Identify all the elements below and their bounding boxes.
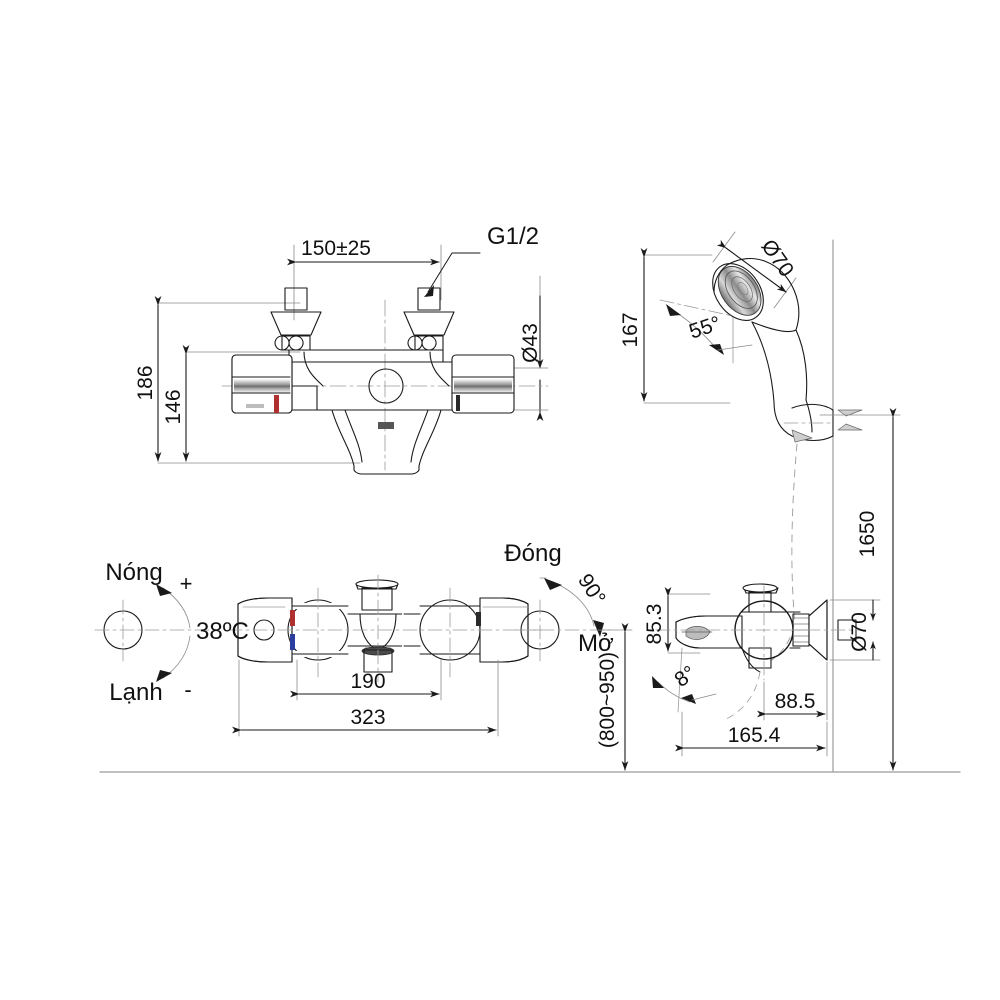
label-head-angle: 55° xyxy=(686,312,723,344)
right-handle-front xyxy=(451,354,515,414)
leader-g12 xyxy=(424,252,481,297)
dim-center-distance xyxy=(287,244,442,321)
shower-hose xyxy=(771,443,798,661)
label-flange-diameter: Ø70 xyxy=(848,612,871,652)
label-spout-angle: 8° xyxy=(670,661,700,691)
dim-overall-height xyxy=(154,296,361,464)
label-temperature: 38ºC xyxy=(196,618,249,645)
label-center-distance: 150±25 xyxy=(301,237,371,260)
label-minus: - xyxy=(184,677,191,702)
dim-spout-height xyxy=(664,587,711,654)
dim-wall-to-center xyxy=(757,661,828,721)
label-handle-span: 190 xyxy=(350,670,385,693)
valve-open-close-dial xyxy=(514,577,611,662)
label-body-height: 146 xyxy=(162,389,185,424)
dim-head-diameter xyxy=(712,231,797,309)
side-view-group xyxy=(652,583,881,757)
label-inlet-thread: G1/2 xyxy=(487,223,539,250)
label-open: Mở xyxy=(578,630,614,657)
shower-holder-bracket xyxy=(783,403,863,443)
left-inlet-escutcheon xyxy=(270,287,322,351)
label-overall-depth: 165.4 xyxy=(728,724,781,747)
label-head-diameter: Ø70 xyxy=(757,235,799,281)
label-head-height: 167 xyxy=(619,312,642,347)
dim-flange-diameter xyxy=(829,599,881,661)
shower-head xyxy=(712,257,813,437)
dim-mount-height xyxy=(819,408,901,773)
dim-overall-width xyxy=(232,659,499,737)
plan-view-group xyxy=(94,574,633,773)
right-inlet-escutcheon xyxy=(403,287,455,351)
label-overall-width: 323 xyxy=(350,706,385,729)
temperature-dial xyxy=(94,584,219,682)
front-view-group xyxy=(154,244,549,475)
dim-body-height xyxy=(182,345,301,462)
dim-handle-span xyxy=(290,659,442,701)
mixer-body-side xyxy=(655,583,867,721)
label-wall-to-center: 88.5 xyxy=(775,690,816,713)
left-handle-front xyxy=(231,354,293,414)
label-valve-angle: 90° xyxy=(573,570,610,609)
label-mount-height: 1650 xyxy=(856,511,879,558)
label-overall-height: 186 xyxy=(134,365,157,400)
dim-spout-angle xyxy=(652,647,717,713)
dimension-text-layer: 150±25 G1/2 Ø43 186 146 167 Ø70 55° 1650… xyxy=(105,223,879,748)
shower-head-view-group xyxy=(640,231,901,773)
label-close: Đóng xyxy=(504,540,561,567)
dim-head-height xyxy=(640,248,731,404)
label-cold: Lạnh xyxy=(109,679,162,706)
label-plus: + xyxy=(180,571,193,596)
mixer-body-plan xyxy=(227,574,546,683)
label-install-height-range: (800~950) xyxy=(596,652,619,748)
label-spout-height: 85.3 xyxy=(643,604,666,645)
label-spout-diameter: Ø43 xyxy=(519,323,542,363)
label-hot: Nóng xyxy=(105,559,162,586)
dim-overall-depth xyxy=(675,711,828,757)
